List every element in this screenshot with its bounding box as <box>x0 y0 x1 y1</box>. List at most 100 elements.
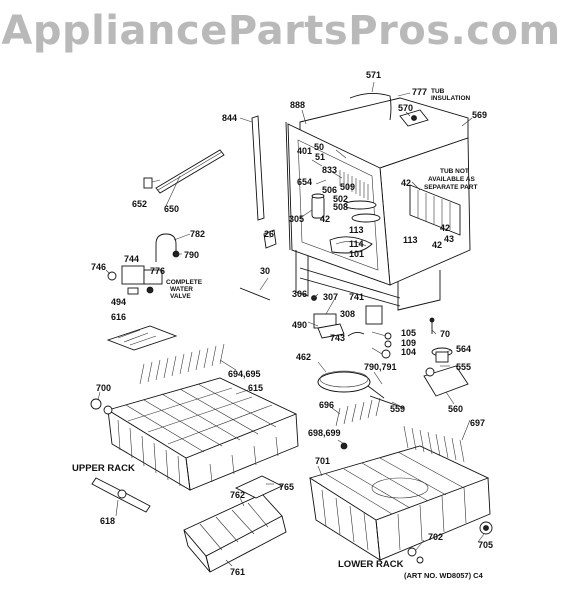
hose-782-drawing <box>155 233 177 262</box>
label-615: 615 <box>248 383 263 393</box>
label-113-b: 113 <box>403 235 418 245</box>
label-761: 761 <box>230 567 245 577</box>
label-306: 306 <box>292 289 307 299</box>
label-101: 101 <box>349 249 364 259</box>
part-labels: 571 777 TUB INSULATION 888 570 569 844 5… <box>72 70 493 580</box>
label-555: 555 <box>456 362 471 372</box>
label-complete-water-valve-1: COMPLETE <box>166 279 203 286</box>
label-700: 700 <box>96 383 111 393</box>
drain-hose-462-drawing <box>317 370 385 399</box>
basket-761-drawing <box>183 493 287 573</box>
label-42-c: 42 <box>440 223 450 233</box>
label-650: 650 <box>164 204 179 214</box>
label-654: 654 <box>297 177 312 187</box>
label-42-b: 42 <box>320 214 330 224</box>
label-506: 506 <box>322 185 337 195</box>
label-844: 844 <box>222 113 237 123</box>
lower-rack-label: LOWER RACK <box>338 559 404 570</box>
watermark: AppliancePartsPros.com <box>1 8 561 54</box>
roller-702-drawing <box>407 547 417 557</box>
label-888: 888 <box>290 100 305 110</box>
label-43: 43 <box>444 234 454 244</box>
label-564: 564 <box>456 344 471 354</box>
label-50: 50 <box>314 142 324 152</box>
label-42-d: 42 <box>432 240 442 250</box>
label-tub-insulation-2: INSULATION <box>431 95 471 102</box>
bracket-26-drawing <box>263 229 277 249</box>
roller-700-drawing <box>90 398 102 410</box>
washer-109-drawing <box>384 340 392 348</box>
label-complete-water-valve-2: WATER <box>170 286 193 293</box>
label-790-791: 790,791 <box>364 362 397 372</box>
label-696: 696 <box>319 400 334 410</box>
label-571: 571 <box>366 70 381 80</box>
label-113-a: 113 <box>349 225 364 235</box>
clip-652-drawing <box>143 177 153 189</box>
label-652: 652 <box>132 199 147 209</box>
label-114: 114 <box>349 239 364 249</box>
tub-drawing <box>285 90 471 311</box>
upper-rack-label: UPPER RACK <box>72 463 135 474</box>
clip-698-drawing <box>340 442 348 450</box>
label-401: 401 <box>297 146 312 156</box>
label-508: 508 <box>333 202 348 212</box>
label-509: 509 <box>340 182 355 192</box>
part-616-drawing <box>106 325 178 351</box>
label-777: 777 <box>412 87 427 97</box>
label-tub-not-2: AVAILABLE AS <box>428 176 475 183</box>
label-569: 569 <box>472 110 487 120</box>
label-109: 109 <box>401 338 416 348</box>
label-26: 26 <box>264 229 274 239</box>
label-782: 782 <box>190 229 205 239</box>
lid-765-drawing <box>234 475 284 499</box>
label-744: 744 <box>124 254 139 264</box>
label-tub-insulation-1: TUB <box>431 88 445 95</box>
rod-30-drawing <box>239 287 271 301</box>
lower-rack-drawing <box>308 397 491 561</box>
label-560: 560 <box>448 404 463 414</box>
lower-cluster-drawing <box>311 295 383 339</box>
label-42-a: 42 <box>401 178 411 188</box>
label-305: 305 <box>289 214 304 224</box>
label-462: 462 <box>296 352 311 362</box>
label-698-699: 698,699 <box>308 428 341 438</box>
art-number: (ART NO. WD8057) C4 <box>404 571 484 580</box>
label-790-a: 790 <box>184 250 199 260</box>
nut-104-drawing <box>381 349 391 359</box>
label-30: 30 <box>260 266 270 276</box>
label-307: 307 <box>323 292 338 302</box>
rod-559-drawing <box>369 395 405 409</box>
label-complete-water-valve-3: VALVE <box>170 293 191 300</box>
pump-560-drawing <box>423 347 469 397</box>
label-765: 765 <box>279 482 294 492</box>
label-705: 705 <box>478 540 493 550</box>
label-105: 105 <box>401 328 416 338</box>
strip-844-drawing <box>251 115 265 221</box>
label-616: 616 <box>111 312 126 322</box>
label-502: 502 <box>333 194 348 204</box>
label-762: 762 <box>230 490 245 500</box>
label-746: 746 <box>91 262 106 272</box>
label-559: 559 <box>390 404 405 414</box>
label-701: 701 <box>315 456 330 466</box>
label-494: 494 <box>111 297 126 307</box>
label-741: 741 <box>349 292 364 302</box>
label-tub-not-3: SEPARATE PART <box>424 184 477 191</box>
label-618: 618 <box>100 516 115 526</box>
upper-rack-drawing <box>106 343 299 491</box>
label-308: 308 <box>340 309 355 319</box>
leader-lines <box>97 81 485 567</box>
label-570: 570 <box>398 103 413 113</box>
gasket-650-drawing <box>155 149 225 194</box>
label-104: 104 <box>401 347 416 357</box>
label-51: 51 <box>315 152 325 162</box>
water-valve-drawing <box>107 265 163 295</box>
label-tub-not-1: TUB NOT <box>440 168 469 175</box>
label-743: 743 <box>330 333 345 343</box>
label-702: 702 <box>428 532 443 542</box>
label-70: 70 <box>440 329 450 339</box>
label-776: 776 <box>150 266 165 276</box>
label-490: 490 <box>292 320 307 330</box>
label-694-695: 694,695 <box>228 369 261 379</box>
